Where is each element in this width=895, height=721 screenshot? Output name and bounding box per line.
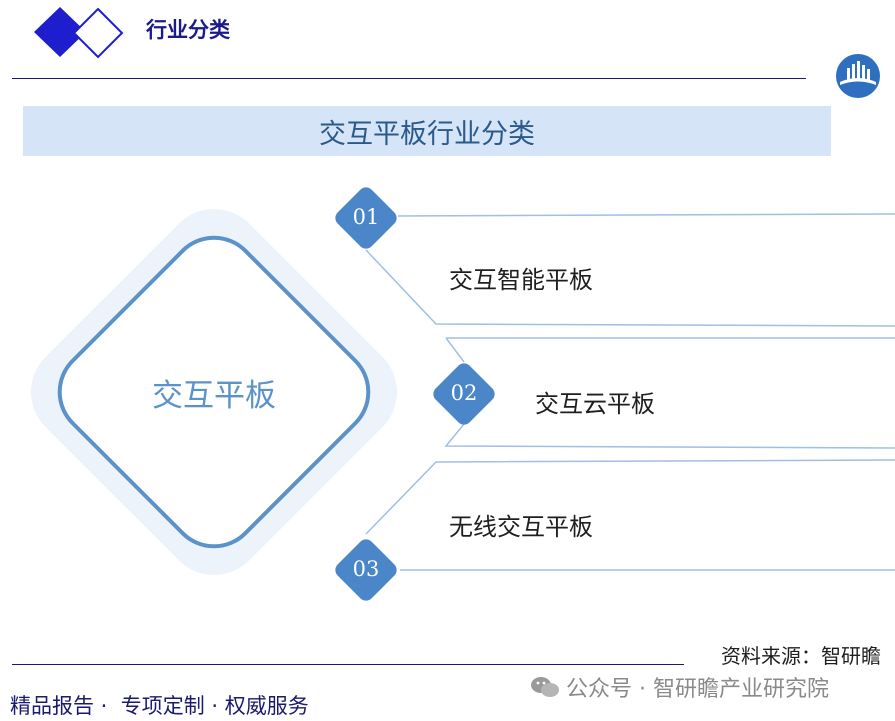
- badge-01-number: 01: [352, 205, 380, 229]
- wechat-icon: [531, 677, 559, 697]
- badge-02-diamond: [433, 363, 495, 425]
- badge-02-number: 02: [450, 381, 478, 405]
- item-02-connector: [444, 337, 895, 449]
- banner-title: 交互平板行业分类: [319, 118, 535, 150]
- source-note: 资料来源：智研瞻: [721, 644, 881, 668]
- center-diamond-outline: [57, 235, 371, 549]
- footer-tagline: 精品报告 · 专项定制 · 权威服务: [10, 694, 309, 718]
- title-banner: 交互平板行业分类: [23, 106, 831, 156]
- header-divider: [12, 78, 806, 79]
- header-diamond-logo: [34, 7, 124, 59]
- badge-01-diamond: [335, 187, 397, 249]
- brand-logo-icon: [836, 54, 880, 98]
- item-01-label: 交互智能平板: [449, 266, 593, 294]
- item-03-label: 无线交互平板: [449, 513, 593, 541]
- item-03-connector: [365, 459, 895, 571]
- watermark: 公众号 · 智研瞻产业研究院: [530, 671, 829, 703]
- watermark-text: 公众号 · 智研瞻产业研究院: [566, 677, 829, 702]
- item-02-label: 交互云平板: [535, 390, 655, 418]
- badge-03-number: 03: [352, 557, 380, 581]
- center-label: 交互平板: [152, 378, 276, 414]
- badge-03-diamond: [335, 539, 397, 601]
- header-title: 行业分类: [146, 18, 230, 42]
- item-01-connector: [365, 213, 895, 327]
- footer-divider: [12, 664, 684, 665]
